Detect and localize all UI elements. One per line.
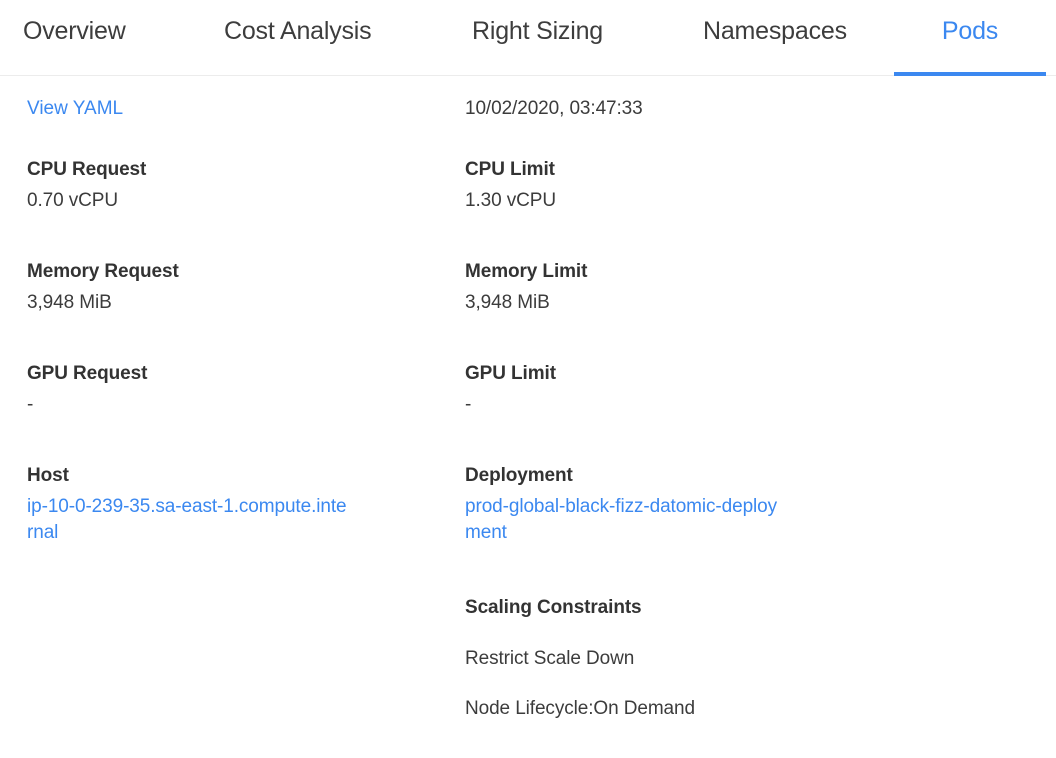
tab-right-sizing[interactable]: Right Sizing [466, 0, 609, 76]
host-label: Host [27, 465, 69, 486]
memory-request-label: Memory Request [27, 261, 179, 282]
host-field: Host ip-10-0-239-35.sa-east-1.compute.in… [27, 464, 467, 546]
tab-overview[interactable]: Overview [17, 0, 132, 76]
gpu-request-value: - [27, 394, 34, 415]
memory-limit-label: Memory Limit [465, 261, 588, 282]
cpu-request-value: 0.70 vCPU [27, 190, 118, 211]
gpu-limit-label: GPU Limit [465, 363, 556, 384]
deployment-label: Deployment [465, 465, 573, 486]
gpu-limit-field: GPU Limit - [465, 362, 905, 418]
pod-timestamp: 10/02/2020, 03:47:33 [465, 98, 643, 119]
cpu-limit-label: CPU Limit [465, 159, 555, 180]
deployment-link[interactable]: prod-global-black-fizz-datomic-deploymen… [465, 496, 778, 543]
tab-namespaces[interactable]: Namespaces [697, 0, 853, 76]
scaling-constraints-label: Scaling Constraints [465, 597, 642, 618]
memory-limit-value: 3,948 MiB [465, 292, 550, 313]
cpu-request-field: CPU Request 0.70 vCPU [27, 158, 467, 214]
scaling-constraints-field: Scaling Constraints Restrict Scale Down … [465, 596, 905, 722]
view-yaml-row: View YAML [27, 96, 467, 122]
deployment-field: Deployment prod-global-black-fizz-datomi… [465, 464, 905, 546]
host-link[interactable]: ip-10-0-239-35.sa-east-1.compute.interna… [27, 496, 347, 543]
tab-cost-analysis-label: Cost Analysis [224, 17, 372, 45]
tab-pods-label: Pods [941, 17, 999, 45]
memory-request-value: 3,948 MiB [27, 292, 112, 313]
tab-active-indicator [894, 72, 1046, 76]
timestamp-row: 10/02/2020, 03:47:33 [465, 96, 905, 122]
scaling-constraint-restrict-scale-down: Restrict Scale Down [465, 648, 635, 669]
tab-overview-label: Overview [23, 17, 126, 45]
gpu-request-label: GPU Request [27, 363, 148, 384]
cpu-limit-field: CPU Limit 1.30 vCPU [465, 158, 905, 214]
memory-request-field: Memory Request 3,948 MiB [27, 260, 467, 316]
gpu-request-field: GPU Request - [27, 362, 467, 418]
scaling-constraint-node-lifecycle: Node Lifecycle:On Demand [465, 698, 695, 719]
gpu-limit-value: - [465, 394, 472, 415]
tab-bar: Overview Cost Analysis Right Sizing Name… [0, 0, 1056, 76]
tab-pods[interactable]: Pods [894, 0, 1046, 76]
tab-namespaces-label: Namespaces [703, 17, 847, 45]
view-yaml-link[interactable]: View YAML [27, 98, 124, 119]
tab-cost-analysis[interactable]: Cost Analysis [218, 0, 377, 76]
memory-limit-field: Memory Limit 3,948 MiB [465, 260, 905, 316]
tab-right-sizing-label: Right Sizing [472, 17, 603, 45]
cpu-request-label: CPU Request [27, 159, 147, 180]
cpu-limit-value: 1.30 vCPU [465, 190, 556, 211]
